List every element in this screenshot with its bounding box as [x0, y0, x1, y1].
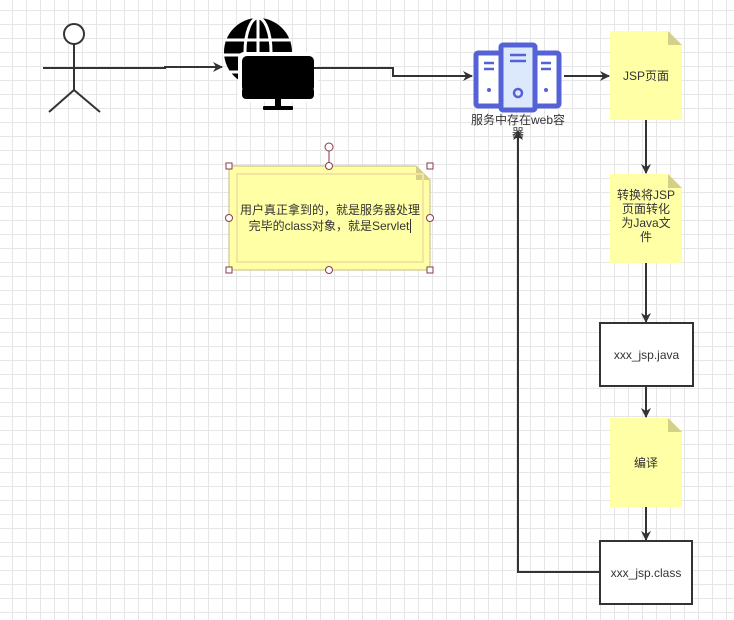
- selection-handles[interactable]: [225, 142, 434, 274]
- edge-browser-to-server[interactable]: [314, 67, 473, 81]
- jsp-page-label-text: JSP页面: [622, 68, 669, 83]
- java-file-label: xxx_jsp.java: [600, 323, 693, 386]
- edge-class-file-to-server[interactable]: [513, 130, 600, 573]
- server-label: 服务中存在web容 器: [458, 112, 578, 142]
- resize-handle-sw[interactable]: [225, 266, 233, 274]
- server-label-line1: 服务中存在web容: [470, 113, 565, 127]
- java-file-label-text: xxx_jsp.java: [613, 347, 680, 362]
- rotate-handle[interactable]: [324, 142, 334, 152]
- globe-monitor-icon[interactable]: [224, 16, 318, 110]
- java-file-box[interactable]: [599, 322, 694, 387]
- compile-label: 编译: [610, 418, 682, 507]
- class-file-label: xxx_jsp.class: [600, 541, 692, 604]
- text-cursor: [410, 219, 412, 233]
- convert-label-line2: 页面转化: [621, 202, 670, 216]
- resize-handle-w[interactable]: [225, 214, 233, 222]
- jsp-page-label: JSP页面: [610, 31, 682, 120]
- convert-label-line1: 转换将JSP: [616, 188, 675, 202]
- annotation-label[interactable]: 用户真正拿到的，就是服务器处理 完毕的class对象，就是Servlet: [235, 196, 425, 240]
- convert-label: 转换将JSP 页面转化 为Java文 件: [610, 186, 682, 246]
- server-icon[interactable]: [473, 42, 562, 113]
- user-actor-icon[interactable]: [43, 23, 106, 113]
- convert-note[interactable]: [610, 174, 682, 263]
- convert-label-line4: 件: [639, 230, 652, 244]
- resize-handle-ne[interactable]: [426, 162, 434, 170]
- class-file-label-text: xxx_jsp.class: [610, 565, 682, 580]
- resize-handle-n[interactable]: [325, 162, 333, 170]
- compile-label-text: 编译: [633, 455, 658, 470]
- convert-label-line3: 为Java文: [621, 216, 671, 230]
- annotation-line1: 用户真正拿到的，就是服务器处理: [239, 203, 420, 217]
- annotation-line2-text: 完毕的class对象，就是Servlet: [248, 219, 410, 233]
- resize-handle-e[interactable]: [426, 214, 434, 222]
- resize-handle-nw[interactable]: [225, 162, 233, 170]
- resize-handle-se[interactable]: [426, 266, 434, 274]
- annotation-line2: 完毕的class对象，就是Servlet: [249, 218, 412, 234]
- compile-note[interactable]: [610, 418, 682, 507]
- jsp-page-note[interactable]: [610, 31, 682, 120]
- edge-user-to-browser[interactable]: [106, 62, 223, 72]
- resize-handle-s[interactable]: [325, 266, 333, 274]
- annotation-note[interactable]: [228, 165, 431, 271]
- server-label-line2: 器: [511, 126, 524, 140]
